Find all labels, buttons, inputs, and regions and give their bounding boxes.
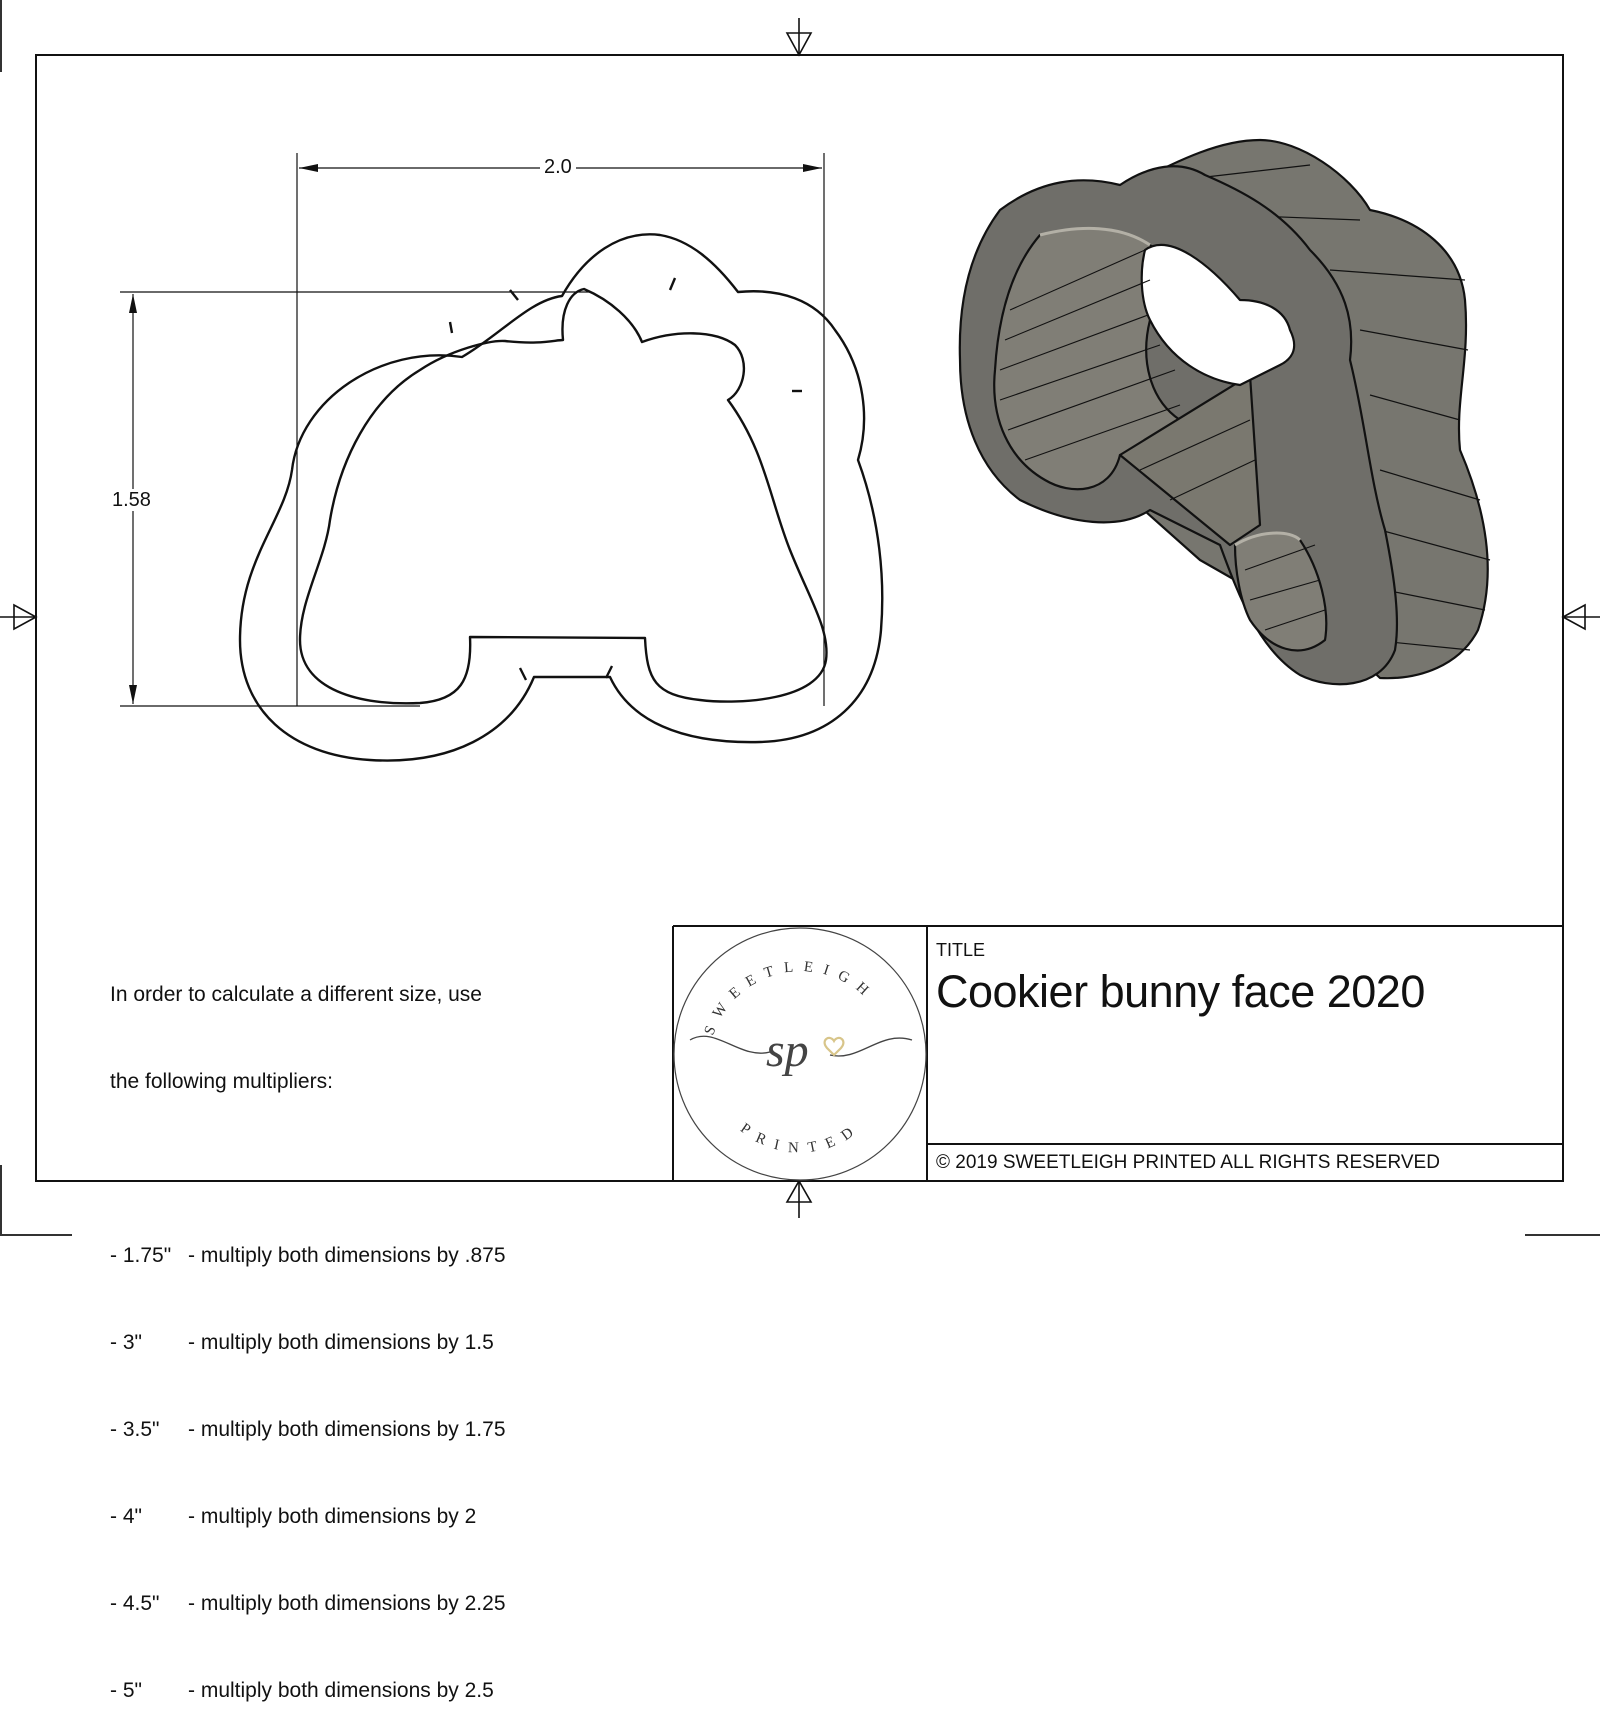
- width-dimension-label: 2.0: [540, 156, 576, 178]
- logo-bottom-text: PRINTED: [737, 1119, 865, 1156]
- multiplier-row: - 1.75"- multiply both dimensions by .87…: [110, 1244, 506, 1267]
- center-mark-left-icon: [0, 603, 38, 631]
- multiplier-row: - 4"- multiply both dimensions by 2: [110, 1505, 477, 1528]
- drawing-title: Cookier bunny face 2020: [936, 966, 1425, 1017]
- notes-intro-line2: the following multipliers:: [110, 1070, 333, 1093]
- size-multiplier-notes: In order to calculate a different size, …: [110, 922, 506, 1734]
- center-mark-right-icon: [1561, 603, 1600, 631]
- height-dimension: [120, 291, 590, 707]
- cutter-3d-render: [958, 138, 1491, 686]
- center-mark-top-icon: [785, 18, 813, 57]
- center-mark-bottom-icon: [785, 1179, 813, 1218]
- multiplier-row: - 3"- multiply both dimensions by 1.5: [110, 1331, 494, 1354]
- height-dimension-label: 1.58: [108, 489, 155, 511]
- width-dimension: [296, 153, 825, 706]
- drawing-sheet: SWEETLEIGH PRINTED sp: [0, 0, 1600, 1236]
- notes-intro-line1: In order to calculate a different size, …: [110, 983, 482, 1006]
- title-block-frame: [672, 925, 1563, 1181]
- logo-monogram: sp: [766, 1024, 809, 1077]
- title-label: TITLE: [936, 940, 986, 960]
- multiplier-row: - 3.5"- multiply both dimensions by 1.75: [110, 1418, 506, 1441]
- sweetleigh-logo: SWEETLEIGH PRINTED sp: [673, 927, 927, 1181]
- multiplier-row: - 5"- multiply both dimensions by 2.5: [110, 1679, 494, 1702]
- corner-trim-marks: [0, 0, 1600, 1236]
- cutter-outline-2d: [238, 233, 884, 762]
- copyright-notice: © 2019 SWEETLEIGH PRINTED ALL RIGHTS RES…: [936, 1152, 1440, 1173]
- heart-icon: [823, 1036, 845, 1057]
- multiplier-row: - 4.5"- multiply both dimensions by 2.25: [110, 1592, 506, 1615]
